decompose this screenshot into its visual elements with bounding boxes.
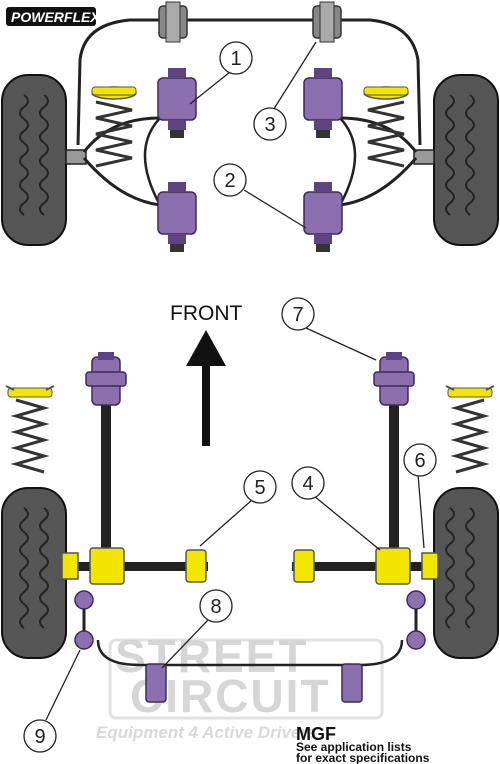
bush-2-lower-right	[303, 182, 343, 252]
rear-right-tyre	[433, 487, 499, 659]
bush-9-right	[406, 590, 426, 650]
model-note: MGF See application lists for exact spec…	[296, 724, 430, 764]
bush-8-left	[145, 663, 167, 703]
front-right-spring	[363, 86, 409, 168]
callout-2-label: 2	[224, 170, 235, 192]
callout-1-label: 1	[230, 48, 241, 70]
bush-8-right	[341, 663, 363, 703]
callout-3: 3	[253, 107, 287, 141]
model-name: MGF	[296, 724, 336, 744]
callout-5: 5	[243, 470, 277, 504]
rear-suspension	[1, 352, 499, 703]
callout-1: 1	[219, 41, 253, 75]
top-mount-right	[312, 1, 342, 43]
callout-7: 7	[281, 297, 315, 331]
callout-9: 9	[23, 719, 57, 753]
rear-right-spring	[445, 385, 495, 474]
note-line-2: for exact specifications	[296, 751, 430, 764]
bush-1-upper-left	[157, 68, 197, 138]
callout-7-label: 7	[292, 304, 303, 326]
bush-7-right	[373, 352, 415, 406]
callout-6-label: 6	[414, 450, 425, 472]
powerflex-logo-text: POWERFLEX	[11, 9, 101, 25]
powerflex-logo: POWERFLEX	[6, 7, 101, 26]
callout-6: 6	[403, 443, 437, 477]
front-suspension	[1, 1, 499, 252]
front-direction-indicator: FRONT	[170, 302, 242, 446]
bush-7-left	[85, 352, 127, 406]
rear-left-tyre	[1, 487, 67, 659]
callout-8: 8	[199, 589, 233, 623]
leader-lines	[45, 41, 425, 721]
callout-9-label: 9	[34, 726, 45, 748]
bush-5-right-link-inner	[293, 549, 315, 583]
callout-4-label: 4	[302, 473, 313, 495]
bush-9-left	[74, 590, 94, 650]
front-right-tyre	[433, 74, 499, 246]
callout-4: 4	[291, 466, 325, 500]
bush-2-lower-left	[157, 182, 197, 252]
top-mount-left	[158, 1, 188, 43]
front-label: FRONT	[170, 302, 242, 325]
front-left-tyre	[1, 74, 67, 246]
watermark-line3: Equipment 4 Active Drivers	[96, 723, 316, 742]
callout-5-label: 5	[254, 477, 265, 499]
bush-hub-left	[61, 547, 125, 585]
watermark: STREET CIRCUIT Equipment 4 Active Driver…	[96, 630, 384, 742]
callout-3-label: 3	[264, 114, 275, 136]
front-arrow-icon	[186, 330, 226, 366]
bush-3-upper-right	[303, 68, 343, 138]
callout-8-label: 8	[210, 596, 221, 618]
front-left-spring	[91, 86, 137, 168]
rear-left-spring	[5, 385, 55, 474]
bush-4-hub-right	[375, 547, 411, 585]
bush-6-hub-right	[421, 552, 439, 580]
note-line-1: See application lists	[296, 740, 412, 754]
bush-5-left-link-inner	[185, 549, 207, 583]
callout-2: 2	[213, 163, 247, 197]
